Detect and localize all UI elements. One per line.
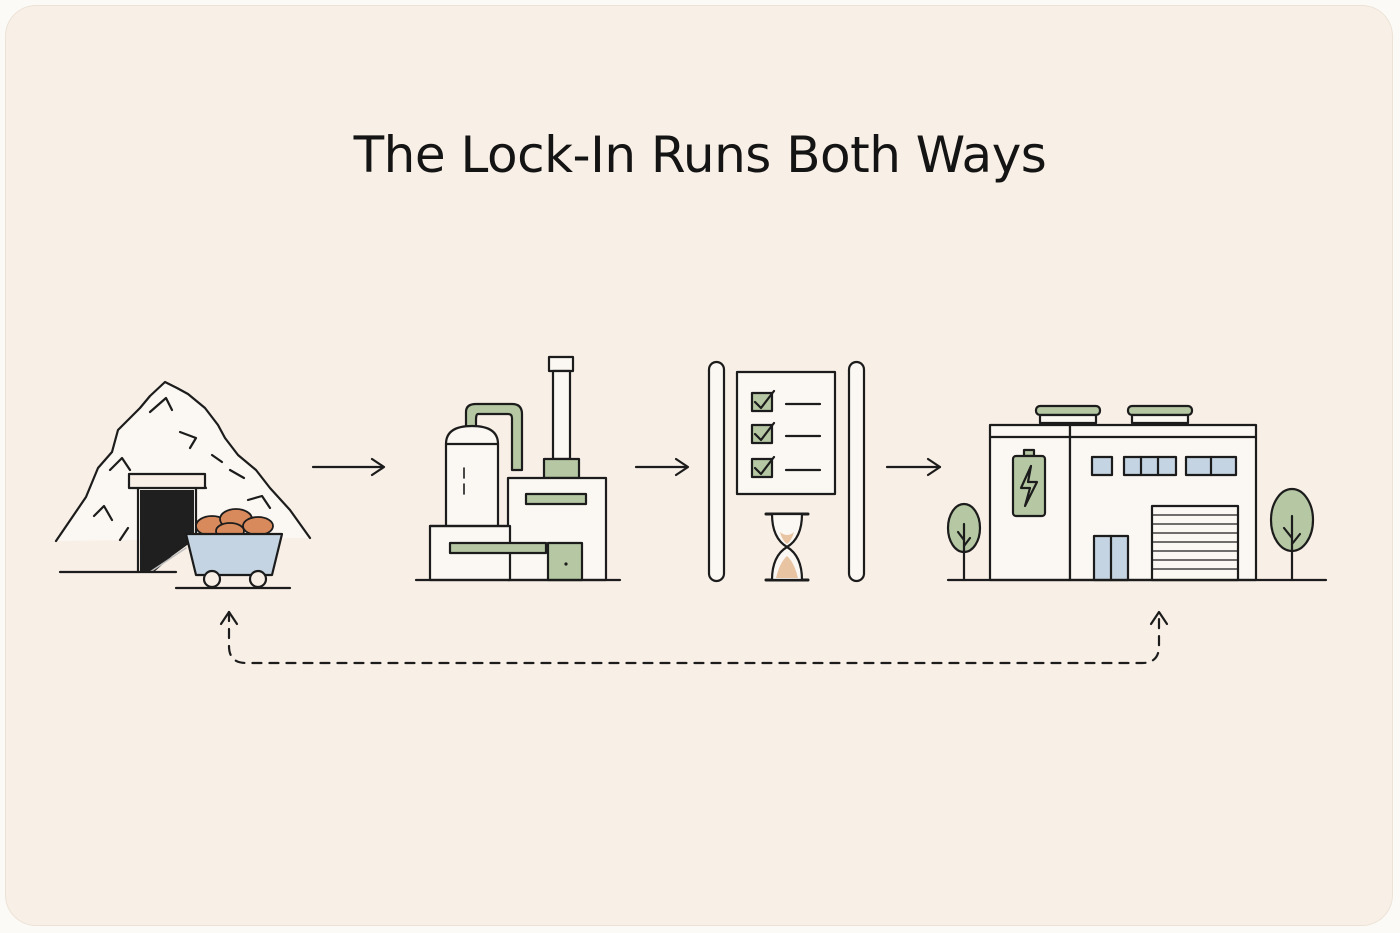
diagram-title: The Lock-In Runs Both Ways (353, 126, 1047, 184)
hourglass-icon (764, 512, 810, 582)
tree-icon-right (1269, 487, 1315, 582)
arrow-permit-to-factory (885, 457, 942, 477)
mine-icon (54, 380, 312, 590)
tree-icon-left (946, 502, 982, 582)
battery-factory-icon (946, 404, 1328, 582)
garage-door (1150, 504, 1240, 582)
battery-icon (1011, 448, 1047, 518)
processing-plant-icon (414, 355, 622, 582)
checklist-icon (750, 389, 822, 479)
permitting-board-icon (707, 360, 866, 583)
arrow-mine-to-plant (311, 457, 386, 477)
arrow-plant-to-permit (634, 457, 690, 477)
feedback-loop-arrow (219, 610, 1169, 665)
